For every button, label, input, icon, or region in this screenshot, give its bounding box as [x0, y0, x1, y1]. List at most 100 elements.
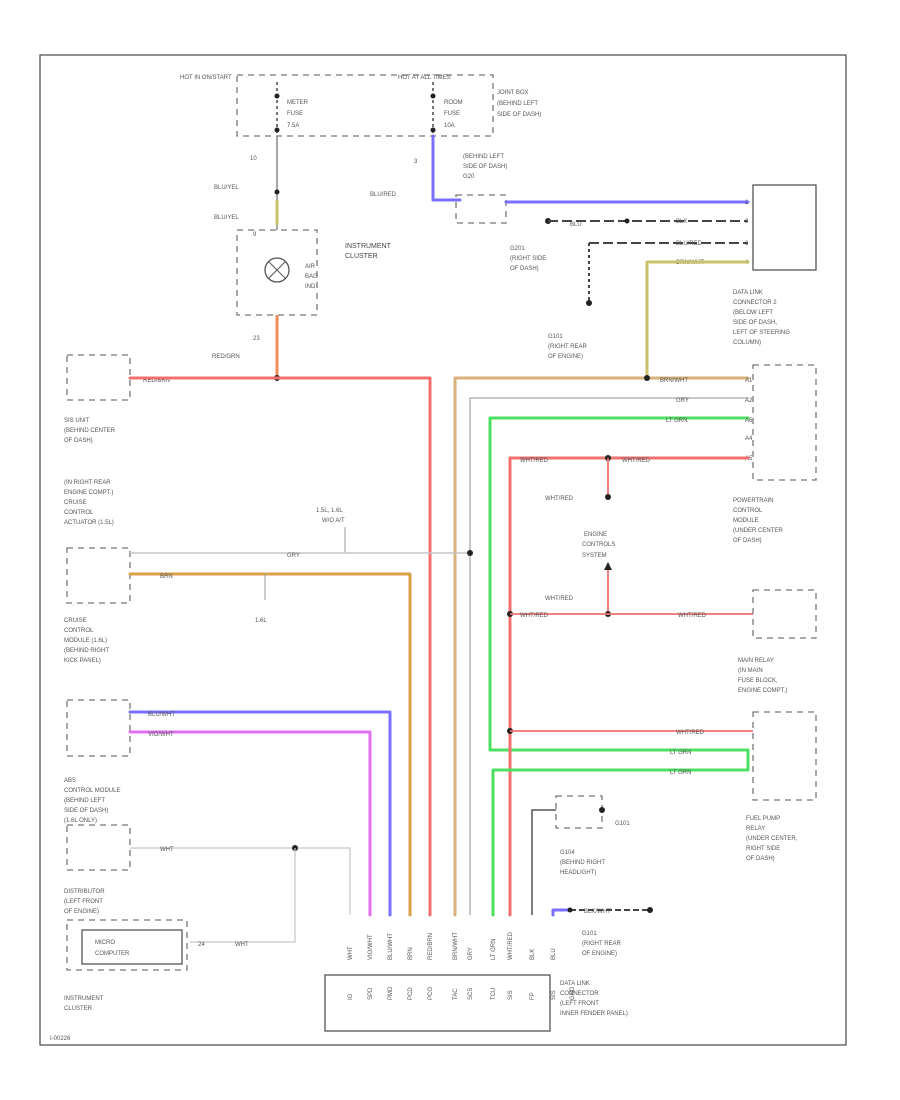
- dlc2-pins: 1 2 3 4: [745, 200, 749, 266]
- fuel-pump-relay-box: [752, 711, 817, 801]
- svg-text:INSTRUMENT: INSTRUMENT: [64, 996, 104, 1002]
- svg-text:1: 1: [745, 200, 749, 206]
- wire-label: GRY: [676, 398, 689, 404]
- svg-text:CLUSTER: CLUSTER: [345, 253, 378, 260]
- svg-text:OF DASH): OF DASH): [733, 538, 762, 544]
- wire-wht: [130, 847, 351, 915]
- svg-text:MODULE: MODULE: [733, 518, 759, 524]
- fuse-node: [430, 127, 436, 133]
- splice-dot: [644, 375, 650, 381]
- wire-label-vertical: VIO/WHT: [368, 934, 374, 960]
- svg-text:FUSE: FUSE: [287, 111, 303, 117]
- svg-text:(1.6L ONLY): (1.6L ONLY): [64, 818, 97, 824]
- airbag-ind-label: AIR BAG IND: [305, 264, 318, 290]
- fuse-node: [274, 127, 280, 133]
- svg-text:COLUMN): COLUMN): [733, 340, 761, 346]
- wire-label-vertical: BLU: [551, 948, 557, 960]
- wire-label: WHT: [160, 847, 174, 853]
- dlc1-pin: PMD: [388, 986, 394, 1000]
- pin-label: 10: [250, 156, 257, 162]
- dlc1-pin: IG: [348, 993, 354, 1000]
- wire-brn-wht-long: [453, 376, 750, 917]
- g104-label: G104 (BEHIND RIGHT HEADLIGHT): [560, 850, 605, 876]
- svg-text:(BEHIND LEFT: (BEHIND LEFT: [463, 154, 504, 160]
- svg-text:CRUISE: CRUISE: [64, 500, 87, 506]
- svg-text:SYSTEM: SYSTEM: [582, 553, 607, 559]
- wire-label: LT GRN: [670, 770, 691, 776]
- wire-label-vertical: RED/BRN: [428, 933, 434, 960]
- wire-blk-g104: [531, 809, 556, 915]
- svg-text:DISTRIBUTOR: DISTRIBUTOR: [64, 889, 105, 895]
- svg-text:7.5A: 7.5A: [287, 123, 299, 129]
- svg-text:(UNDER CENTER: (UNDER CENTER: [733, 528, 783, 534]
- wire-label: BLU/YEL: [214, 215, 239, 221]
- connector-g104: [555, 795, 603, 829]
- splice-top-label: 1.5L, 1.6L W/O A/T: [316, 508, 345, 524]
- svg-text:OF DASH): OF DASH): [510, 266, 539, 272]
- pin-label: 24: [198, 942, 205, 948]
- sis-unit-label: SIS UNIT (BEHIND CENTER OF DASH): [64, 418, 116, 444]
- svg-text:INSTRUMENT: INSTRUMENT: [345, 243, 392, 250]
- wire-label: BLU/YEL: [214, 185, 239, 191]
- powertrain-control-module-box: [752, 364, 817, 481]
- svg-text:G20: G20: [463, 174, 475, 180]
- g101-c-label: G101 (RIGHT REAR OF ENGINE): [582, 931, 622, 957]
- svg-text:A1: A1: [745, 378, 753, 384]
- svg-text:G201: G201: [510, 246, 525, 252]
- hot-in-on-label: HOT IN ON/START: [180, 75, 232, 81]
- wire-label: WHT/RED: [676, 730, 705, 736]
- wire-label: WHT/RED: [520, 613, 549, 619]
- svg-text:W/O A/T: W/O A/T: [322, 518, 345, 524]
- wire-label: WHT/RED: [520, 458, 549, 464]
- svg-text:RIGHT SIDE: RIGHT SIDE: [746, 846, 780, 852]
- wire-label: BRN/WHT: [660, 378, 688, 384]
- svg-text:CONTROL: CONTROL: [64, 510, 94, 516]
- joint-box-outline: [236, 74, 494, 137]
- svg-text:(UNDER CENTER,: (UNDER CENTER,: [746, 836, 798, 842]
- splice-bot-label: 1.6L: [255, 618, 267, 624]
- meter-fuse: METER FUSE 7.5A: [287, 100, 309, 129]
- dlc1-pin: SIS: [551, 990, 557, 1000]
- svg-text:CONTROL: CONTROL: [64, 628, 94, 634]
- data-link-connector-2: [752, 184, 817, 271]
- svg-text:SIS UNIT: SIS UNIT: [64, 418, 90, 424]
- distributor-label: DISTRIBUTOR (LEFT FRONT OF ENGINE): [64, 889, 105, 915]
- dlc1-pin: GND: [570, 986, 576, 1000]
- svg-text:FUSE: FUSE: [444, 111, 460, 117]
- svg-text:IND: IND: [305, 284, 316, 290]
- svg-text:ENGINE: ENGINE: [584, 532, 607, 538]
- wire-gry: [469, 397, 748, 915]
- micro-computer-box: [81, 929, 183, 965]
- svg-text:OF DASH): OF DASH): [64, 438, 93, 444]
- dlc1-pin: TAC: [453, 988, 459, 1000]
- dlc1-pin: PCO: [428, 987, 434, 1000]
- wire-label-vertical: GRY: [468, 947, 474, 960]
- pcm-pins: A1 A2 A6 A4 A5: [745, 378, 753, 462]
- wire-label: WHT: [235, 942, 249, 948]
- splice-dot: [274, 189, 280, 195]
- wire-label-vertical: BLU/WHT: [388, 933, 394, 960]
- wire-lt-grn: [488, 416, 750, 752]
- svg-text:ACTUATOR (1.5L): ACTUATOR (1.5L): [64, 520, 114, 526]
- wire-label: WHT/RED: [622, 458, 651, 464]
- svg-text:MAIN RELAY: MAIN RELAY: [738, 658, 774, 664]
- svg-text:(BEHIND LEFT: (BEHIND LEFT: [497, 101, 538, 107]
- fuse-node: [430, 93, 436, 99]
- svg-text:(BEHIND RIGHT: (BEHIND RIGHT: [560, 860, 605, 866]
- cruise-module-label: CRUISE CONTROL MODULE (1.6L) (BEHIND RIG…: [64, 618, 109, 664]
- svg-text:CONNECTOR: CONNECTOR: [560, 991, 599, 997]
- fuel-pump-relay-label: FUEL PUMP RELAY (UNDER CENTER, RIGHT SID…: [746, 816, 798, 862]
- svg-text:DATA LINK: DATA LINK: [560, 981, 590, 987]
- instrument-cluster-2-label: INSTRUMENT CLUSTER: [64, 996, 104, 1012]
- wire-label-vertical: BRN/WHT: [453, 932, 459, 960]
- pcm-label: POWERTRAIN CONTROL MODULE (UNDER CENTER …: [733, 498, 783, 544]
- svg-text:HEADLIGHT): HEADLIGHT): [560, 870, 596, 876]
- svg-text:AIR: AIR: [305, 264, 316, 270]
- svg-text:SIDE OF DASH): SIDE OF DASH): [463, 164, 507, 170]
- svg-text:ENGINE COMPT.): ENGINE COMPT.): [64, 490, 113, 496]
- svg-text:METER: METER: [287, 100, 309, 106]
- wire-label: BRN: [160, 574, 173, 580]
- pin-label: 9: [253, 232, 257, 238]
- svg-text:A4: A4: [745, 436, 753, 442]
